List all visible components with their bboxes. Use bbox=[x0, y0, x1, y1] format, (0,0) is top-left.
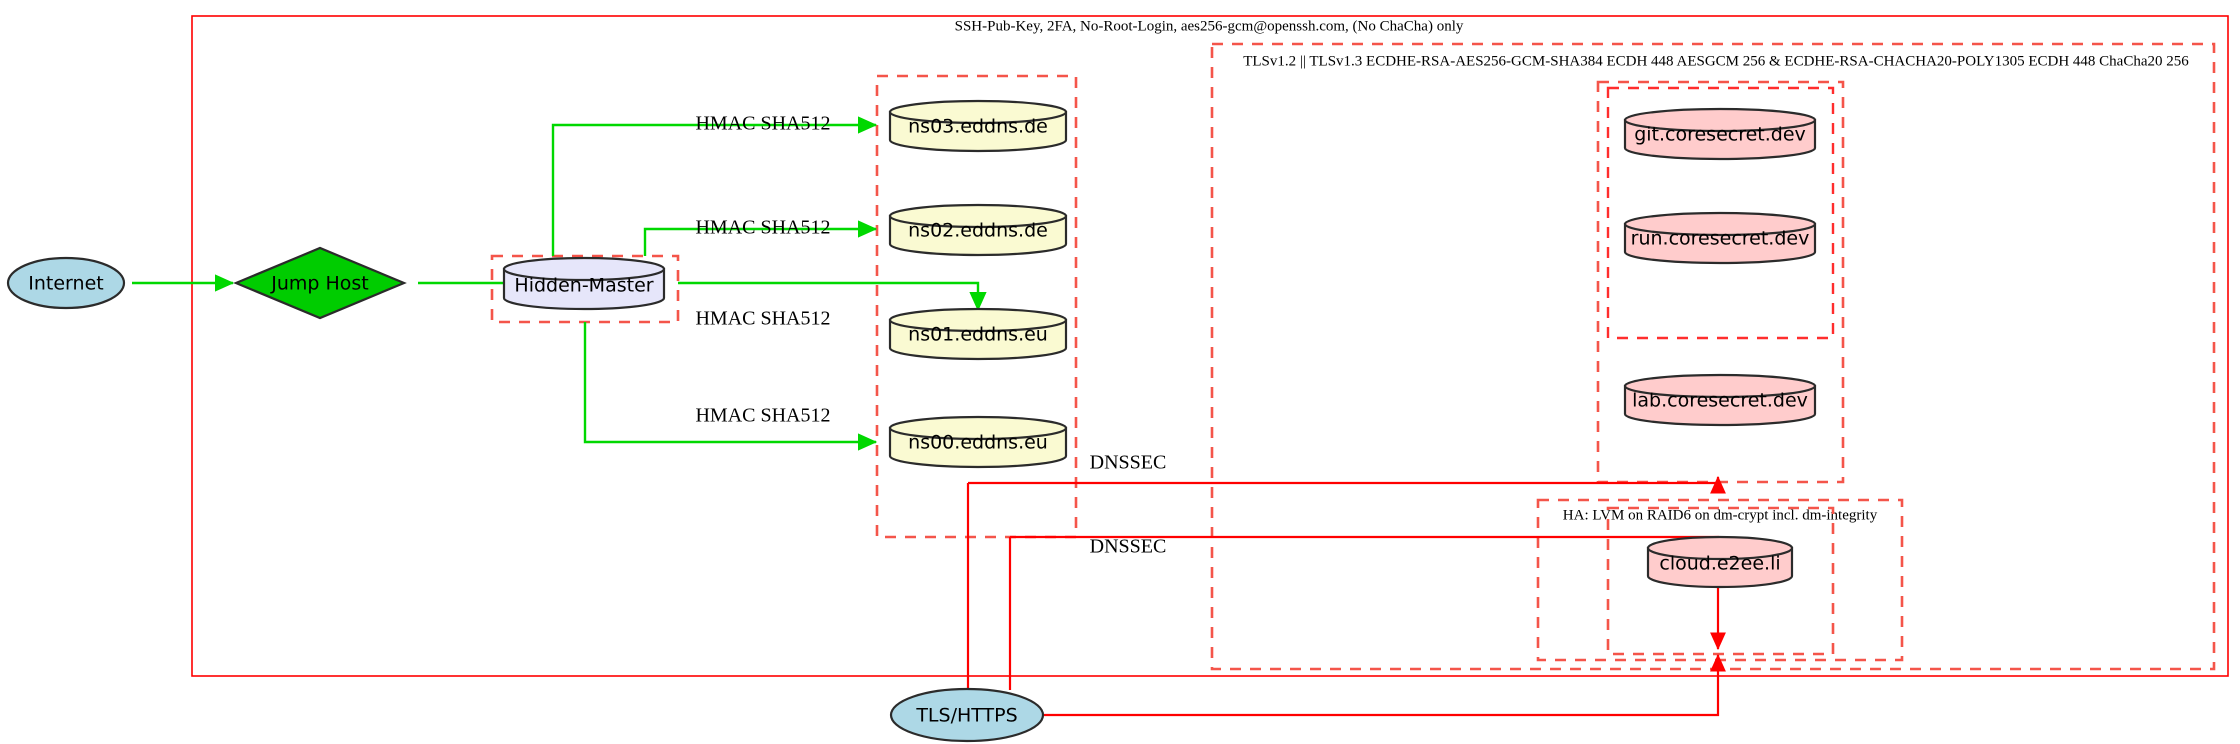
node-internet[interactable]: Internet bbox=[6, 256, 126, 310]
node-run-coresecret[interactable]: run.coresecret.dev bbox=[1623, 211, 1817, 265]
node-ns03[interactable]: ns03.eddns.de bbox=[888, 99, 1068, 153]
edge-master-to-ns01: HMAC SHA512 bbox=[678, 281, 987, 330]
cluster-ssh-policy-label: SSH-Pub-Key, 2FA, No-Root-Login, aes256-… bbox=[955, 18, 1464, 34]
edge-label-hmac-ns02: HMAC SHA512 bbox=[695, 217, 830, 239]
edge-label-hmac-ns00: HMAC SHA512 bbox=[695, 405, 830, 427]
cluster-tls-policy-label: TLSv1.2 || TLSv1.3 ECDHE-RSA-AES256-GCM-… bbox=[1243, 53, 2189, 69]
edge-label-dnssec-lower: DNSSEC bbox=[1090, 536, 1167, 558]
node-tls-https-label: TLS/HTTPS bbox=[915, 705, 1017, 727]
edge-master-to-ns00: HMAC SHA512 bbox=[583, 322, 878, 451]
edge-label-hmac-ns01: HMAC SHA512 bbox=[695, 308, 830, 330]
node-hidden-master-label: Hidden-Master bbox=[514, 275, 653, 297]
node-run-coresecret-label: run.coresecret.dev bbox=[1631, 228, 1810, 250]
node-ns02[interactable]: ns02.eddns.de bbox=[888, 203, 1068, 257]
node-ns01[interactable]: ns01.eddns.eu bbox=[888, 307, 1068, 361]
node-lab-coresecret[interactable]: lab.coresecret.dev bbox=[1623, 373, 1817, 427]
edge-dnssec-upper: DNSSEC bbox=[968, 452, 1726, 494]
node-cloud-e2ee[interactable]: cloud.e2ee.li bbox=[1646, 535, 1794, 589]
node-tls-https[interactable]: TLS/HTTPS bbox=[889, 687, 1045, 743]
node-git-coresecret[interactable]: git.coresecret.dev bbox=[1623, 107, 1817, 161]
node-lab-coresecret-label: lab.coresecret.dev bbox=[1632, 390, 1808, 412]
edge-dnssec-lower: DNSSEC bbox=[1010, 536, 1726, 651]
node-ns00[interactable]: ns00.eddns.eu bbox=[888, 415, 1068, 469]
node-hidden-master[interactable]: Hidden-Master bbox=[502, 256, 666, 311]
edge-tls-to-services bbox=[1043, 653, 1726, 717]
node-ns00-label: ns00.eddns.eu bbox=[908, 432, 1048, 454]
edge-label-dnssec-upper: DNSSEC bbox=[1090, 452, 1167, 474]
node-jump-host[interactable]: Jump Host bbox=[233, 246, 407, 320]
node-ns01-label: ns01.eddns.eu bbox=[908, 324, 1048, 346]
cluster-ha-storage-label: HA: LVM on RAID6 on dm-crypt incl. dm-in… bbox=[1563, 507, 1878, 523]
node-ns02-label: ns02.eddns.de bbox=[908, 220, 1048, 242]
cluster-ssh-policy: SSH-Pub-Key, 2FA, No-Root-Login, aes256-… bbox=[191, 15, 2229, 677]
cluster-dns-zone bbox=[875, 74, 1078, 539]
node-git-coresecret-label: git.coresecret.dev bbox=[1634, 124, 1806, 146]
edge-master-to-ns02: HMAC SHA512 bbox=[643, 217, 878, 256]
node-cloud-e2ee-label: cloud.e2ee.li bbox=[1659, 553, 1780, 575]
edge-label-hmac-ns03: HMAC SHA512 bbox=[695, 113, 830, 135]
edge-master-to-ns03: HMAC SHA512 bbox=[551, 113, 878, 256]
node-internet-label: Internet bbox=[28, 273, 103, 295]
node-ns03-label: ns03.eddns.de bbox=[908, 116, 1048, 138]
node-jump-host-label: Jump Host bbox=[270, 273, 369, 295]
